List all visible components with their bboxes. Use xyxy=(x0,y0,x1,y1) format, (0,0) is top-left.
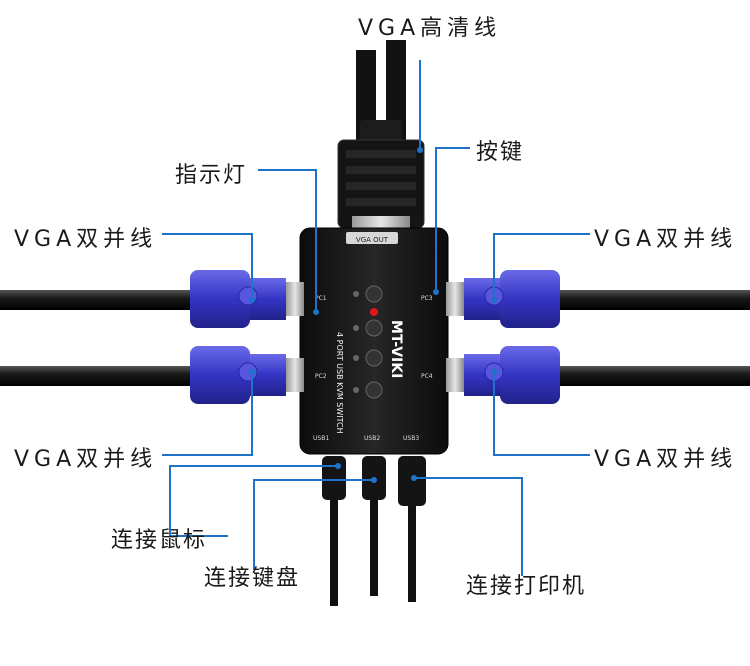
pc4-label: PC4 xyxy=(421,373,433,380)
top-vga-cable xyxy=(337,40,425,238)
button-column xyxy=(353,285,383,399)
device-case xyxy=(299,227,449,455)
label-vga-cable: VGA高清线 xyxy=(358,16,502,41)
leader-lines xyxy=(162,60,590,576)
left-top-vga-connector xyxy=(190,270,304,328)
label-vga-dual-bottom-right: VGA双并线 xyxy=(594,447,738,472)
vga-out-label: VGA OUT xyxy=(356,236,389,244)
led-4 xyxy=(353,387,359,393)
label-buttons: 按键 xyxy=(476,140,525,165)
leader-buttons xyxy=(435,147,470,292)
button-2 xyxy=(365,319,383,337)
label-keyboard: 连接键盘 xyxy=(204,566,301,591)
leader-vga-top-right xyxy=(493,233,590,300)
pc3-label: PC3 xyxy=(421,295,433,302)
pc2-label: PC2 xyxy=(315,373,327,380)
leader-vga-bottom-left xyxy=(162,372,253,456)
led-indicator-red xyxy=(370,308,378,316)
label-vga-dual-top-left: VGA双并线 xyxy=(14,227,158,252)
right-bottom-vga-connector xyxy=(446,346,560,404)
led-1 xyxy=(353,291,359,297)
label-vga-dual-top-right: VGA双并线 xyxy=(594,227,738,252)
label-printer: 连接打印机 xyxy=(466,574,587,599)
usb-plug-mouse xyxy=(322,456,346,500)
pc1-label: PC1 xyxy=(315,295,327,302)
label-vga-dual-bottom-left: VGA双并线 xyxy=(14,447,158,472)
leader-vga-top-left xyxy=(162,233,253,300)
kvm-switch-body: VGA OUT PC1 PC2 PC3 PC4 4 PORT USB KVM S… xyxy=(299,227,449,455)
leader-mouse xyxy=(169,465,338,537)
vga-out-port xyxy=(346,232,398,244)
button-1 xyxy=(365,285,383,303)
label-indicator: 指示灯 xyxy=(175,163,248,188)
usb1-label: USB1 xyxy=(313,435,329,442)
led-2 xyxy=(353,325,359,331)
usb3-label: USB3 xyxy=(403,435,419,442)
leader-vga-bottom-right xyxy=(493,372,590,456)
keyboard-cable xyxy=(370,500,378,596)
model-text: 4 PORT USB KVM SWITCH xyxy=(335,332,344,434)
brand-logo: MT-VIKI xyxy=(388,320,404,378)
leader-indicator xyxy=(258,169,317,312)
leader-keyboard xyxy=(253,479,374,570)
led-3 xyxy=(353,355,359,361)
usb-plug-printer xyxy=(398,456,426,506)
right-top-vga-connector xyxy=(446,270,560,328)
button-4 xyxy=(365,381,383,399)
left-bottom-vga-connector xyxy=(190,346,304,404)
usb2-label: USB2 xyxy=(364,435,380,442)
leader-dots xyxy=(249,147,497,483)
label-mouse: 连接鼠标 xyxy=(111,528,208,553)
leader-printer xyxy=(414,477,523,576)
mouse-cable xyxy=(330,500,338,606)
printer-cable xyxy=(408,506,416,602)
button-3 xyxy=(365,349,383,367)
